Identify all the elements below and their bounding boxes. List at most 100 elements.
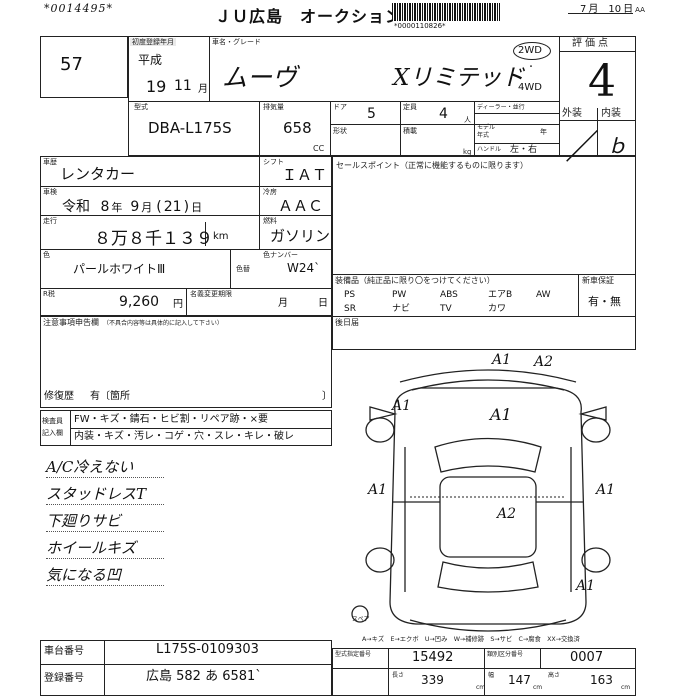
exterior-label: 外装 (562, 108, 582, 119)
inspection-day: 21 (163, 199, 182, 215)
inspection-era: 令和 (62, 199, 90, 215)
lot-box (40, 36, 128, 98)
doors-label: ドア (333, 103, 347, 111)
plate-label: 登録番号 (44, 673, 84, 684)
dealer-label: ディーラー・並行 (477, 104, 525, 111)
recycle-day-unit: 日 (318, 298, 328, 309)
color-label: 色 (43, 251, 50, 259)
grid-line (474, 113, 559, 114)
inspection-year: 8 (100, 199, 110, 215)
recycle-month-unit: 月 (278, 298, 288, 309)
handle-label: ハンドル (477, 146, 502, 153)
inspection-month: 9 (130, 199, 140, 215)
grid-line (40, 186, 332, 187)
fuel-label: 燃料 (263, 217, 277, 225)
model-label: 車名・グレード (212, 38, 261, 46)
grid-line (559, 51, 636, 52)
handwritten-note: ホイールキズ (46, 537, 164, 559)
grid-line (474, 101, 475, 156)
grid-line (186, 288, 187, 316)
drive-4wd: 4WD (518, 82, 542, 93)
grid-line (40, 249, 332, 250)
equipment-row-1-item: PW (392, 290, 407, 300)
barcode-text: *0000110826* (394, 22, 446, 30)
equipment-label: 装備品（純正品に限り〇をつけてください） (335, 276, 495, 285)
grid-line (70, 428, 332, 429)
color-code-label: 色ナンバー (263, 251, 298, 259)
equipment-row-2-item: SR (344, 304, 356, 314)
cat-label: 類別区分番号 (487, 651, 524, 658)
model-grade: Xリミテッド (393, 65, 525, 91)
equipment-row-1-item: PS (344, 290, 356, 300)
length-label: 長さ (392, 672, 405, 679)
interior-label: 内装 (601, 108, 621, 119)
warranty-label: 新車保証 (582, 276, 614, 285)
damage-mark-1: A1 (492, 352, 512, 368)
height-label: 高さ (548, 672, 561, 679)
model-year-unit: 年 (540, 128, 547, 136)
plate-value: 広島 582 あ 6581` (146, 669, 262, 684)
grid-line (484, 648, 485, 696)
grid-line (597, 108, 598, 156)
notes-box (40, 316, 332, 408)
height-value: 163 (590, 673, 613, 687)
damage-mark-3: A1 (392, 398, 412, 414)
length-unit: cm (476, 684, 486, 691)
price-unit: 円 (173, 299, 183, 310)
handwritten-note: 下廻りサビ (46, 510, 164, 532)
cat-value: 0007 (570, 650, 604, 665)
doors-value: 5 (367, 106, 376, 122)
sale-day-unit: 日 (623, 4, 634, 15)
fuel-value: ガソリン (270, 227, 331, 245)
grid-line (205, 222, 206, 246)
type-value: DBA-L175S (148, 119, 232, 137)
registration-era: 平成 (138, 53, 163, 67)
damage-mark-4: A1 (490, 405, 512, 424)
right-mid-box (332, 156, 636, 350)
serial-number: *0014495* (44, 2, 113, 15)
type-label: 型式 (134, 103, 148, 111)
grid-line (40, 664, 332, 665)
load-unit: kg (463, 148, 472, 156)
grid-line (332, 274, 636, 275)
damage-mark-8: A1 (576, 578, 596, 594)
grid-line (400, 101, 401, 156)
model-year-label: モデル年式 (477, 124, 496, 139)
body-outline (389, 387, 587, 625)
grid-line (259, 156, 260, 249)
usage-label: 車歴 (43, 158, 57, 166)
checklist-label-2: 記入欄 (42, 429, 63, 437)
damage-mark-2: A2 (534, 354, 554, 370)
model-name: ムーヴ (222, 63, 298, 92)
notes-title: 注意事項申告欄 (43, 318, 99, 327)
repair-close: 〕 (322, 391, 332, 402)
inspection-month-unit: 月 (141, 201, 153, 214)
date-underline (568, 13, 633, 14)
grid-line (540, 648, 541, 668)
later-label: 後日届 (335, 318, 359, 327)
checklist-row-2: 内装・キズ・汚レ・コゲ・穴・スレ・キレ・破レ (74, 431, 294, 442)
equipment-row-2-item: カワ (488, 304, 507, 314)
front-bumper (399, 369, 577, 383)
height-unit: cm (621, 684, 631, 691)
mileage-label: 走行 (43, 217, 57, 225)
roof (439, 476, 537, 558)
grid-line (259, 101, 260, 156)
cc-value: 658 (283, 119, 312, 137)
spare-label: スペア (352, 616, 370, 623)
damage-mark-7: A2 (497, 506, 517, 522)
inspection-day-unit: 日 (191, 201, 203, 214)
grid-line (332, 316, 636, 317)
equipment-row-2-item: TV (440, 304, 452, 314)
notes-subtitle: （不具合内容等は具体的に記入して下さい） (103, 320, 223, 327)
color-value: パールホワイトⅢ (73, 262, 166, 276)
load-label: 積載 (403, 127, 417, 135)
rear-window (437, 561, 539, 593)
drive-2wd: 2WD (518, 45, 542, 56)
sales-point-label: セールスポイント（正常に機能するものに限ります） (336, 161, 528, 170)
footer-left-box (40, 640, 332, 696)
repair-label: 修復歴 (44, 391, 74, 402)
handwritten-note: 気になる凹 (46, 564, 164, 586)
